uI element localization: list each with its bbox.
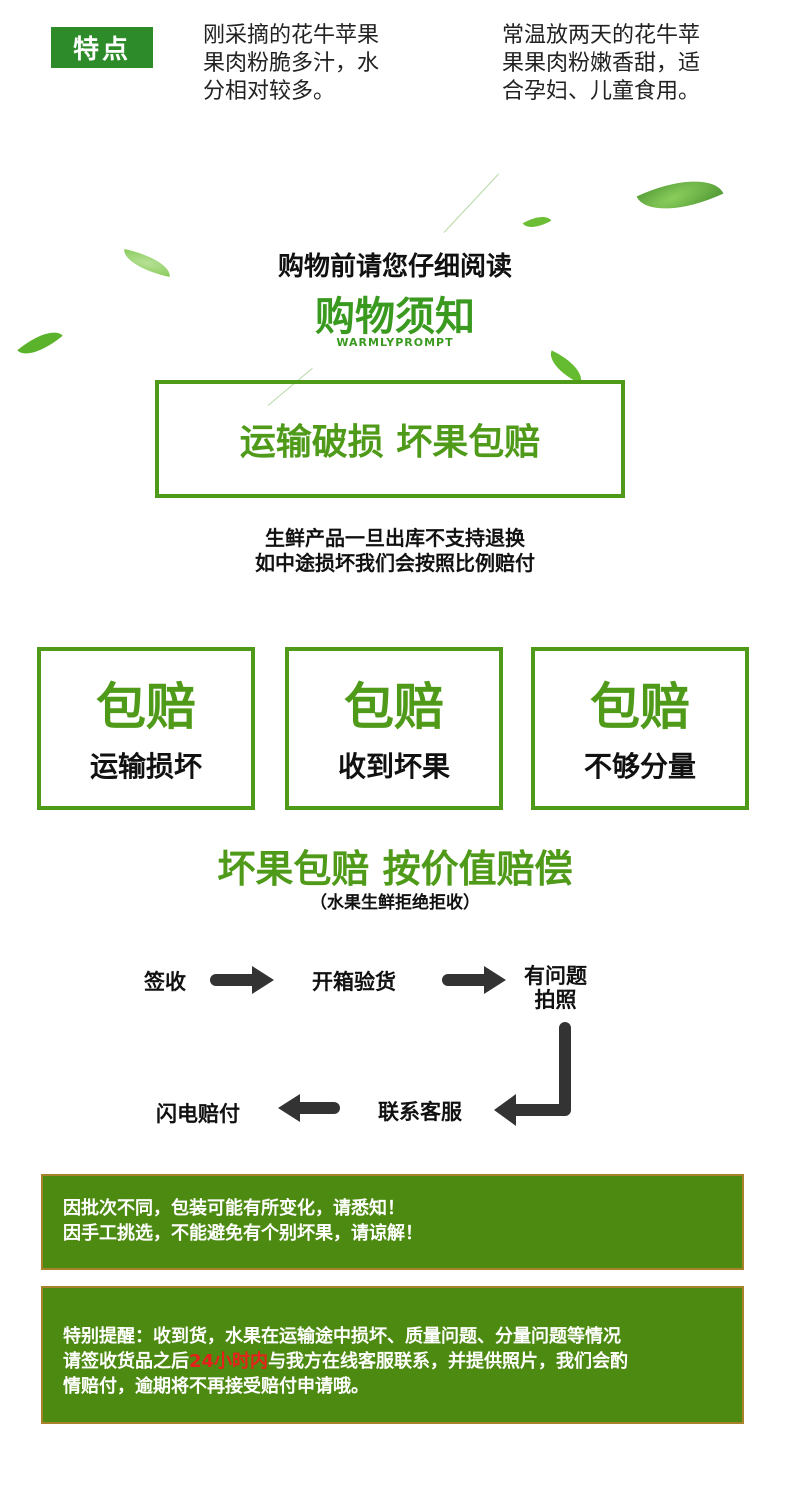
notice-pre-title: 购物前请您仔细阅读	[277, 252, 512, 282]
leaf-icon	[636, 162, 724, 228]
flow-arrows	[210, 966, 571, 1126]
feature-left-line: 刚采摘的花牛苹果	[203, 23, 380, 48]
deadline-highlight: 24小时内	[189, 1351, 269, 1372]
compensation-big-text: 包赔	[344, 678, 444, 736]
flow-step-pay: 闪电赔付	[156, 1102, 240, 1126]
packaging-notice-panel: 因批次不同，包装可能有所变化，请悉知！ 因手工挑选，不能避免有个别坏果，请谅解！	[41, 1174, 744, 1270]
feature-tag: 特点	[51, 27, 153, 68]
notice-desc-line: 生鲜产品一旦出库不支持退换	[265, 526, 525, 550]
special-reminder-text: 与我方在线客服联系，并提供照片，我们会酌	[268, 1351, 629, 1372]
flow-step-photo-line: 拍照	[534, 988, 577, 1012]
flow-step-photo-line: 有问题	[524, 964, 587, 988]
decorative-line	[443, 173, 499, 233]
arrow-left-icon	[278, 1094, 340, 1122]
flow-step-photo: 有问题 拍照	[524, 964, 587, 1012]
special-reminder-line: 特别提醒：收到货，水果在运输途中损坏、质量问题、分量问题等情况	[63, 1326, 621, 1347]
packaging-notice-line: 因手工挑选，不能避免有个别坏果，请谅解！	[63, 1223, 423, 1244]
special-reminder-line: 请签收货品之后24小时内与我方在线客服联系，并提供照片，我们会酌	[63, 1349, 742, 1374]
compensation-small-text: 不够分量	[583, 750, 696, 783]
leaf-icon	[522, 210, 552, 234]
packaging-notice-line: 因批次不同，包装可能有所变化，请悉知！	[63, 1198, 405, 1219]
special-reminder-line: 情赔付，逾期将不再接受赔付申请哦。	[63, 1376, 369, 1397]
notice-box: 运输破损 坏果包赔	[155, 380, 625, 498]
arrow-right-icon	[442, 966, 506, 994]
flow-step-sign: 签收	[144, 970, 186, 994]
notice-box-text: 运输破损 坏果包赔	[239, 422, 541, 463]
compensation-big-text: 包赔	[96, 678, 196, 736]
arrow-down-left-icon	[494, 1022, 571, 1126]
compensation-small-text: 运输损坏	[89, 750, 202, 783]
leaf-icon	[544, 350, 588, 384]
arrow-right-icon	[210, 966, 274, 994]
value-title: 坏果包赔 按价值赔偿	[217, 847, 573, 891]
compensation-box-transport: 包赔 运输损坏	[37, 647, 255, 810]
notice-subtitle: WARMLYPROMPT	[336, 336, 454, 349]
value-note: （水果生鲜拒绝拒收）	[310, 893, 480, 913]
notice-title: 购物须知	[315, 294, 475, 340]
feature-left-line: 分相对较多。	[203, 79, 336, 104]
feature-left-text: 刚采摘的花牛苹果 果肉粉脆多汁，水 分相对较多。	[203, 22, 379, 106]
feature-right-line: 常温放两天的花牛苹	[502, 23, 701, 48]
feature-right-line: 果果肉粉嫩香甜，适	[502, 51, 701, 76]
notice-desc-line: 如中途损坏我们会按照比例赔付	[255, 551, 535, 575]
special-reminder-panel: 特别提醒：收到货，水果在运输途中损坏、质量问题、分量问题等情况 请签收货品之后2…	[41, 1286, 744, 1424]
feature-left-line: 果肉粉脆多汁，水	[203, 51, 380, 76]
feature-right-text: 常温放两天的花牛苹 果果肉粉嫩香甜，适 合孕妇、儿童食用。	[502, 22, 700, 106]
flow-step-contact: 联系客服	[378, 1100, 462, 1124]
flow-step-inspect: 开箱验货	[312, 970, 396, 994]
compensation-small-text: 收到坏果	[337, 750, 450, 783]
compensation-box-bad-fruit: 包赔 收到坏果	[285, 647, 503, 810]
compensation-box-weight: 包赔 不够分量	[531, 647, 749, 810]
special-reminder-text: 请签收货品之后	[63, 1351, 189, 1372]
feature-right-line: 合孕妇、儿童食用。	[502, 79, 701, 104]
notice-description: 生鲜产品一旦出库不支持退换 如中途损坏我们会按照比例赔付	[0, 526, 790, 576]
compensation-big-text: 包赔	[590, 678, 690, 736]
